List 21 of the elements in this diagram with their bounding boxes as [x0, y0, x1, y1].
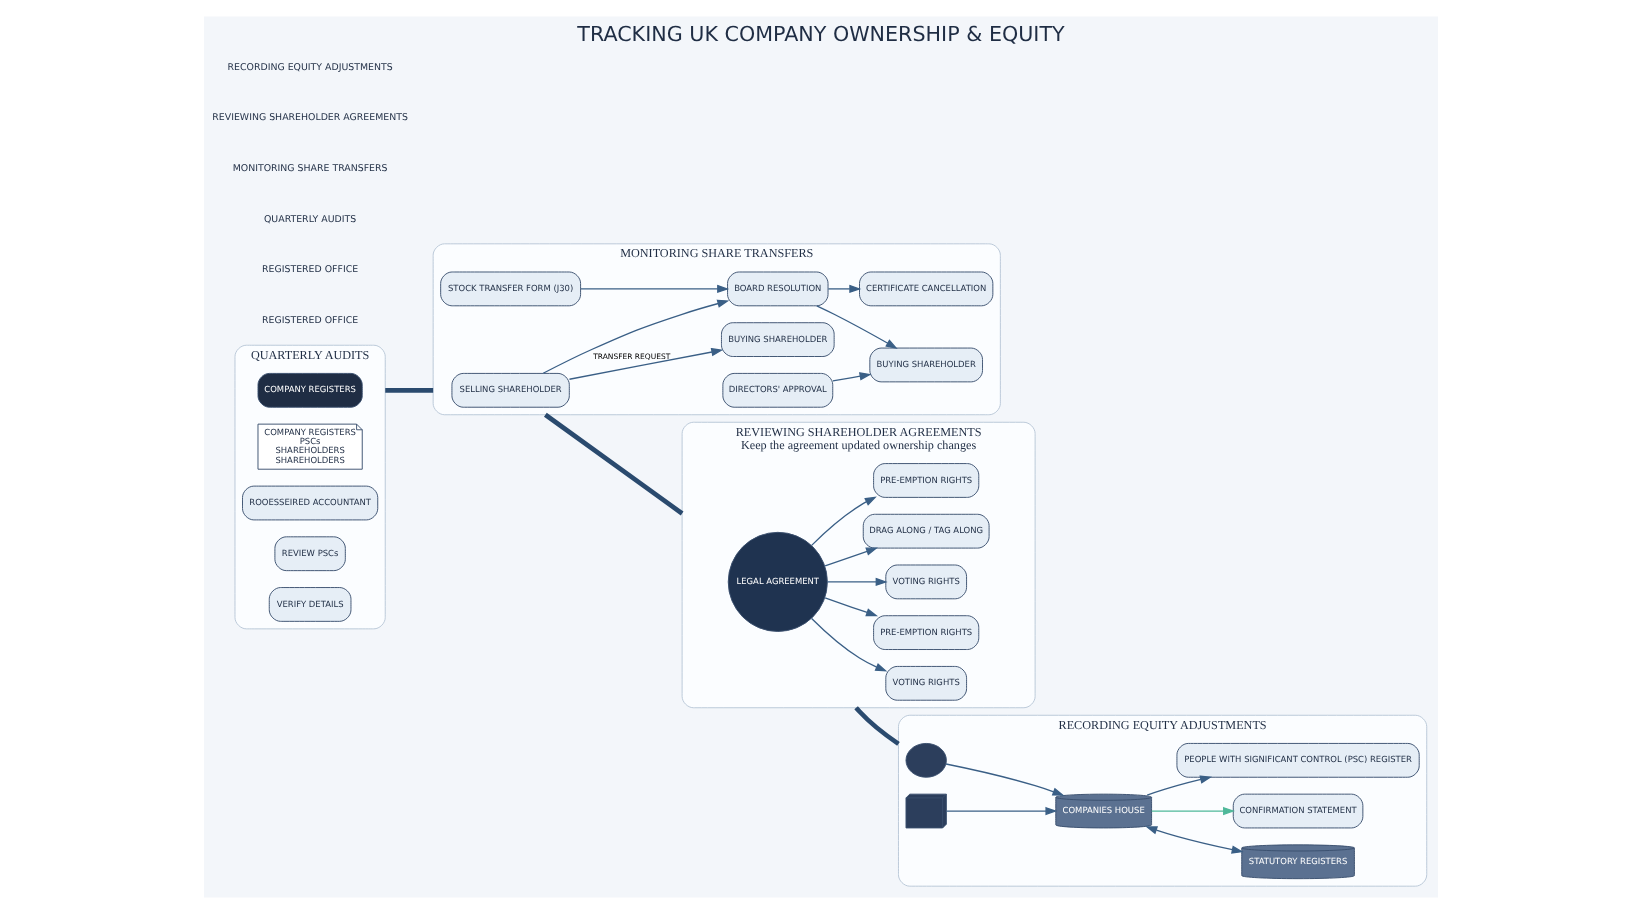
connector: [384, 387, 433, 393]
arrow: [823, 597, 878, 617]
connector: [853, 706, 899, 746]
arrow: [567, 347, 723, 380]
diagram-title: TRACKING UK COMPANY OWNERSHIP & EQUITY: [576, 22, 1064, 47]
arrow: [541, 299, 729, 374]
arrow: [826, 284, 861, 294]
connector: [543, 412, 683, 516]
arrow: [1144, 826, 1243, 854]
arrow: [1150, 806, 1235, 816]
arrow: [831, 372, 871, 382]
arrow: [815, 305, 897, 349]
arrow: [825, 577, 887, 587]
node-person: [904, 742, 946, 778]
arrow: [944, 806, 1057, 816]
arrow: [1145, 775, 1212, 796]
arrow: [810, 617, 887, 672]
arrow: [810, 496, 876, 546]
arrow: [823, 547, 878, 567]
arrow: [579, 284, 729, 294]
arrow: [944, 763, 1064, 796]
